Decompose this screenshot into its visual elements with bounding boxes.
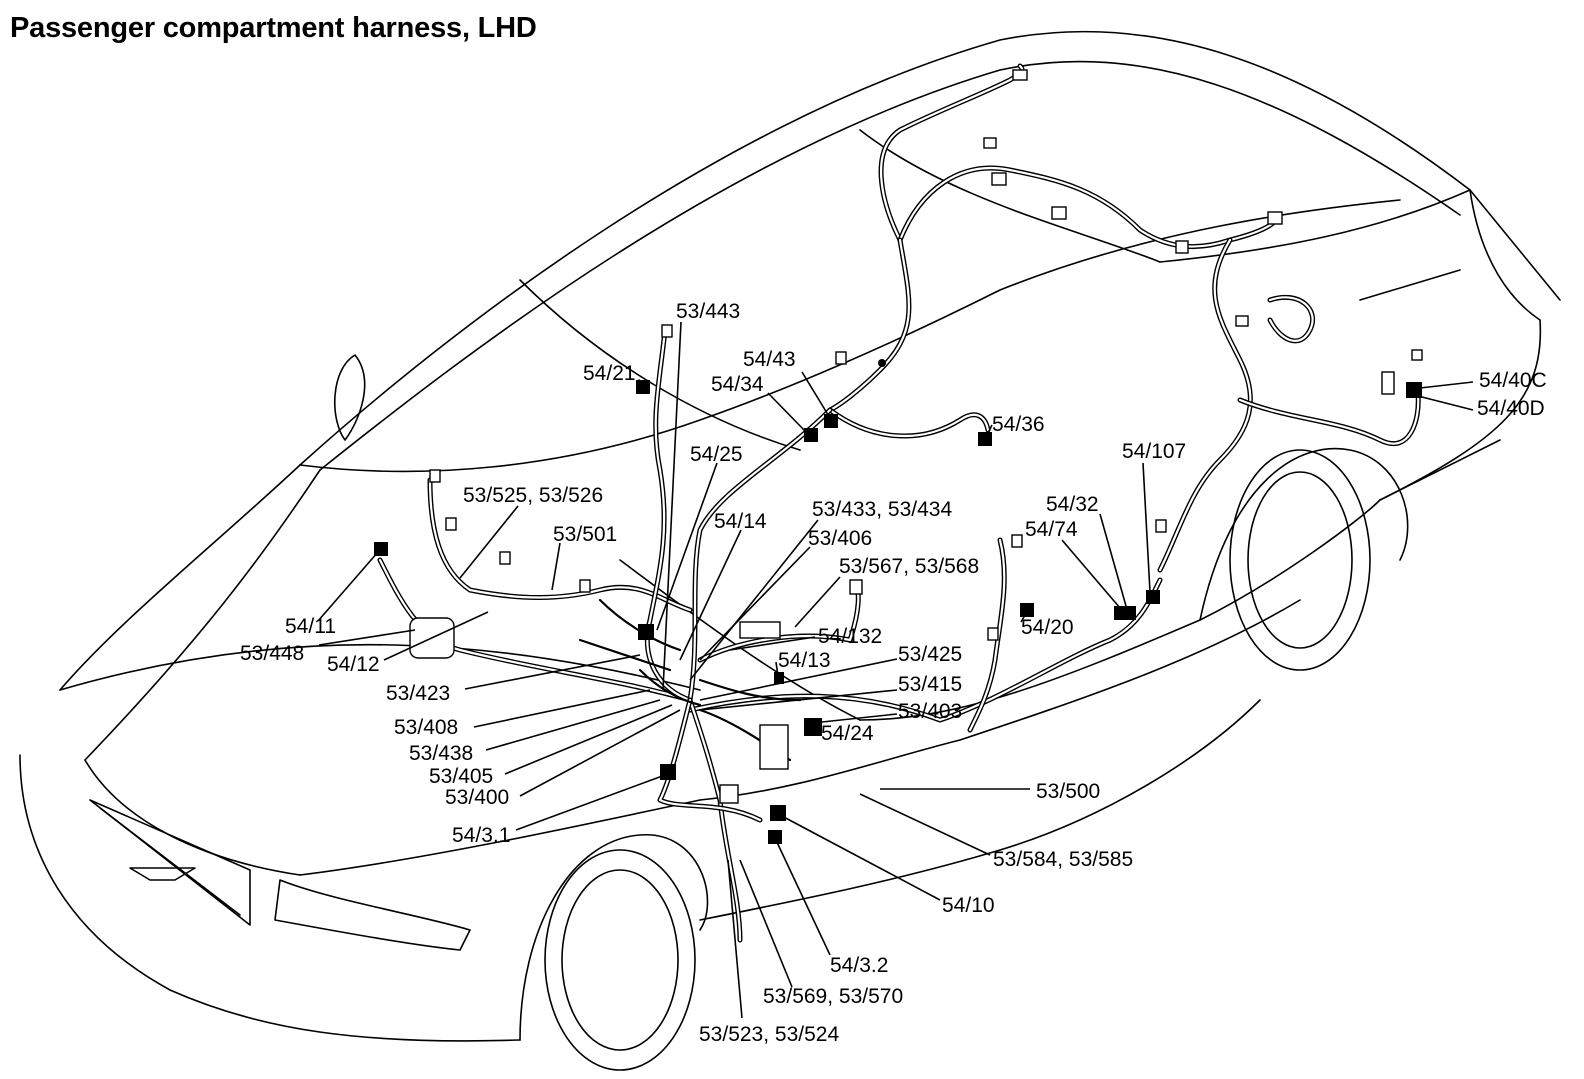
callout-labels: 53/443 54/21 54/43 54/34 54/36 54/40C 54… xyxy=(240,300,1547,1046)
label-53-438: 53/438 xyxy=(409,742,473,765)
label-53-523-53-524: 53/523, 53/524 xyxy=(699,1023,839,1046)
label-54-107: 54/107 xyxy=(1122,440,1186,463)
label-53-400: 53/400 xyxy=(445,786,509,809)
label-53-584-53-585: 53/584, 53/585 xyxy=(993,848,1133,871)
label-53-403: 53/403 xyxy=(898,700,962,723)
connectors xyxy=(374,69,1423,844)
label-54-11: 54/11 xyxy=(285,615,336,638)
leader-lines xyxy=(317,321,1474,1019)
label-53-569-53-570: 53/569, 53/570 xyxy=(763,985,903,1008)
label-54-21: 54/21 xyxy=(583,362,636,385)
label-54-32: 54/32 xyxy=(1046,493,1099,516)
label-54-20: 54/20 xyxy=(1021,616,1074,639)
label-54-43: 54/43 xyxy=(743,348,796,371)
label-54-132: 54/132 xyxy=(818,625,882,648)
label-53-425: 53/425 xyxy=(898,643,962,666)
label-53-405: 53/405 xyxy=(429,765,493,788)
label-54-10: 54/10 xyxy=(942,894,995,917)
label-54-74: 54/74 xyxy=(1025,518,1078,541)
label-53-567-53-568: 53/567, 53/568 xyxy=(839,555,979,578)
label-53-433-53-434: 53/433, 53/434 xyxy=(812,498,952,521)
label-53-501: 53/501 xyxy=(553,523,617,546)
label-54-24: 54/24 xyxy=(821,722,874,745)
label-53-406: 53/406 xyxy=(808,527,872,550)
label-53-408: 53/408 xyxy=(394,716,458,739)
label-53-423: 53/423 xyxy=(386,682,450,705)
label-53-525-53-526: 53/525, 53/526 xyxy=(463,484,603,507)
label-54-3-2: 54/3.2 xyxy=(830,954,888,977)
label-54-14: 54/14 xyxy=(714,510,767,533)
label-54-40c: 54/40C xyxy=(1479,369,1547,392)
car-body xyxy=(19,30,1561,1071)
label-54-3-1: 54/3.1 xyxy=(452,824,510,847)
label-53-448: 53/448 xyxy=(240,642,304,665)
label-54-12: 54/12 xyxy=(327,653,380,676)
label-53-415: 53/415 xyxy=(898,673,962,696)
label-54-40d: 54/40D xyxy=(1477,397,1545,420)
label-53-443: 53/443 xyxy=(676,300,740,323)
label-54-36: 54/36 xyxy=(992,413,1045,436)
label-53-500: 53/500 xyxy=(1036,780,1100,803)
diagram-title: Passenger compartment harness, LHD xyxy=(10,12,537,44)
label-54-25: 54/25 xyxy=(690,443,743,466)
label-54-34: 54/34 xyxy=(711,373,764,396)
label-54-13: 54/13 xyxy=(778,649,831,672)
